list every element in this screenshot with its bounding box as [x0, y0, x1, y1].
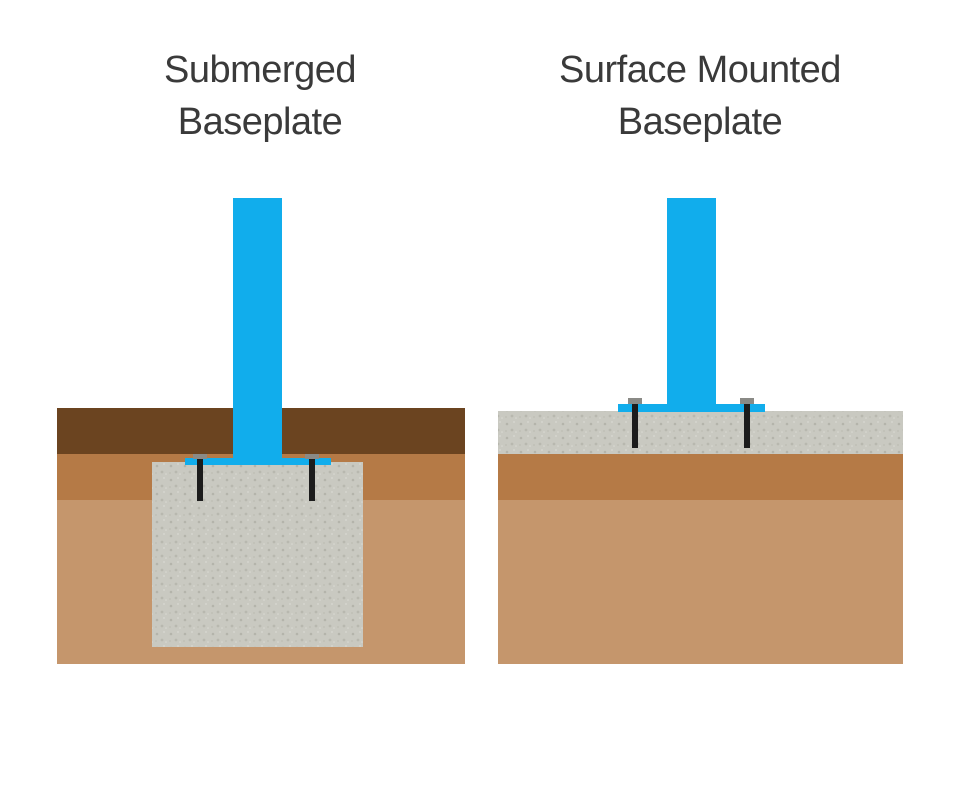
baseplate — [185, 458, 331, 465]
concrete-footing-icon — [152, 462, 363, 647]
subsoil-lower-layer — [498, 500, 903, 664]
surface-panel — [498, 198, 903, 664]
bolt-icon — [740, 398, 754, 448]
post-icon — [233, 198, 282, 460]
submerged-panel — [57, 198, 465, 664]
baseplate — [618, 404, 765, 412]
surface-title: Surface Mounted Baseplate — [500, 44, 900, 148]
bolt-icon — [628, 398, 642, 448]
bolt-icon — [193, 454, 207, 501]
subsoil-upper-layer — [498, 454, 903, 500]
post-icon — [667, 198, 716, 406]
concrete-slab-icon — [498, 411, 903, 454]
bolt-icon — [305, 454, 319, 501]
submerged-title: Submerged Baseplate — [60, 44, 460, 148]
surface-title-line2: Baseplate — [617, 101, 783, 143]
submerged-title-line1: Submerged — [164, 49, 356, 91]
submerged-title-line2: Baseplate — [177, 101, 343, 143]
surface-title-line1: Surface Mounted — [559, 49, 841, 91]
